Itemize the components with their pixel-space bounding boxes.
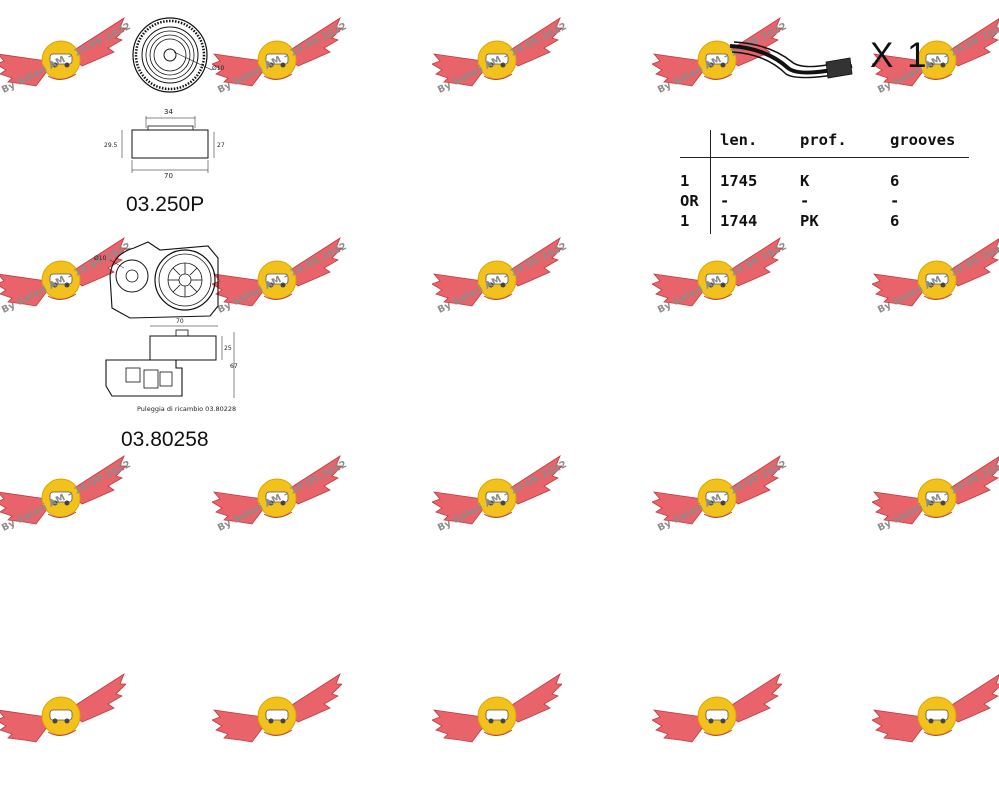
watermark-logo: By Saleri AM - 14.09.2022 bbox=[432, 14, 569, 134]
replacement-note: Puleggia di ricambio 03.80228 bbox=[137, 405, 237, 413]
part-code: 03.80258 bbox=[121, 428, 209, 451]
watermark-logo: By Saleri AM - 14.09.2022 bbox=[212, 452, 349, 572]
table-divider bbox=[710, 130, 711, 234]
diameter-label: Ø10 bbox=[212, 65, 225, 72]
watermark-logo bbox=[872, 670, 999, 790]
watermark-logo bbox=[0, 670, 126, 790]
belt-quantity: X 1 bbox=[870, 36, 929, 75]
winged-badge-icon bbox=[872, 673, 999, 743]
pulley-drawing: Ø10 34 29.5 27 70 bbox=[104, 17, 225, 180]
part-code: 03.250P bbox=[126, 193, 205, 216]
row-len: 1745 bbox=[720, 172, 758, 190]
part-pulley-03-250p: Ø10 34 29.5 27 70 bbox=[100, 10, 240, 195]
row-prof: K bbox=[800, 172, 810, 190]
row-prof: PK bbox=[800, 212, 819, 230]
watermark-logo: By Saleri AM - 14.09.2022 bbox=[0, 452, 133, 572]
left-height-label: 29.5 bbox=[104, 142, 118, 149]
bottom-width-label: 70 bbox=[164, 172, 173, 180]
belt-illustration bbox=[726, 36, 856, 82]
upper-height-label: 25 bbox=[224, 345, 232, 352]
row-len: 1744 bbox=[720, 212, 758, 230]
watermark-logo: By Saleri AM - 14.09.2022 bbox=[432, 452, 569, 572]
watermark-logo: By Saleri AM - 14.09.2022 bbox=[652, 234, 789, 354]
watermark-logo bbox=[432, 670, 562, 790]
row-qty: 1 bbox=[680, 172, 690, 190]
row-grooves: 6 bbox=[890, 212, 900, 230]
width-label: 34 bbox=[164, 108, 173, 116]
header-len: len. bbox=[720, 131, 758, 149]
header-prof: prof. bbox=[800, 131, 847, 149]
row-grooves: - bbox=[890, 192, 900, 210]
tensioner-drawing: Ø10 70 25 67 bbox=[94, 241, 238, 398]
row-qty: 1 bbox=[680, 212, 690, 230]
row-qty: OR bbox=[680, 192, 699, 210]
winged-badge-icon bbox=[212, 673, 342, 743]
row-len: - bbox=[720, 192, 730, 210]
watermark-logo: By Saleri AM - 14.09.2022 bbox=[432, 234, 569, 354]
watermark-logo: By Saleri AM - 14.09.2022 bbox=[872, 452, 999, 572]
right-height-label: 27 bbox=[217, 142, 225, 149]
winged-badge-icon bbox=[0, 673, 126, 743]
diameter-label: Ø10 bbox=[94, 255, 107, 262]
total-height-label: 67 bbox=[230, 363, 238, 370]
watermark-logo: By Saleri AM - 14.09.2022 bbox=[872, 234, 999, 354]
watermark-logo bbox=[652, 670, 782, 790]
winged-badge-icon bbox=[652, 673, 782, 743]
row-grooves: 6 bbox=[890, 172, 900, 190]
row-prof: - bbox=[800, 192, 810, 210]
winged-badge-icon bbox=[432, 673, 562, 743]
header-grooves: grooves bbox=[890, 131, 956, 149]
part-tensioner-03-80258: Ø10 70 25 67 bbox=[90, 236, 250, 421]
poly-v-belt-icon bbox=[729, 41, 853, 79]
belt-spec-table: len. prof. grooves 1 1745 K 6 OR - - - 1… bbox=[678, 128, 970, 238]
watermark-logo bbox=[212, 670, 342, 790]
width-label: 70 bbox=[176, 318, 184, 325]
table-divider bbox=[680, 157, 969, 158]
watermark-logo: By Saleri AM - 14.09.2022 bbox=[652, 452, 789, 572]
